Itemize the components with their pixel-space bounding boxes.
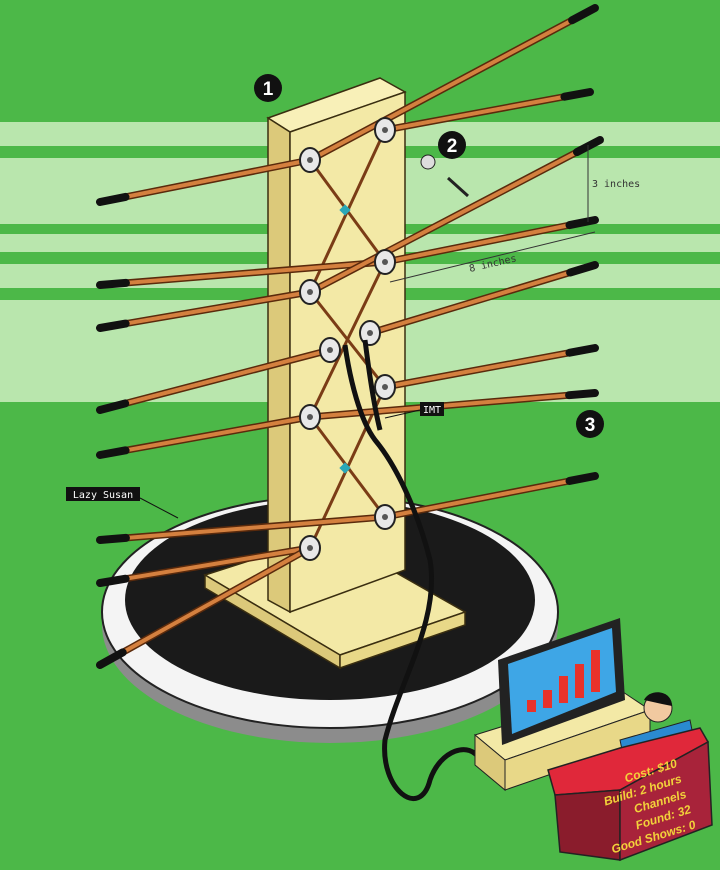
screw [382, 384, 388, 390]
rod-tip [568, 4, 599, 25]
rod-tip [565, 344, 599, 357]
wire-crossing [339, 204, 351, 216]
rod [99, 546, 311, 585]
rod [99, 515, 386, 542]
rod [309, 391, 596, 419]
rod [99, 158, 311, 204]
rod [99, 348, 331, 412]
rod-tip [565, 472, 599, 485]
screw [307, 289, 313, 295]
rod-tip [565, 216, 599, 230]
tv-bar [575, 664, 584, 698]
rod-tip [96, 399, 130, 414]
washer-icon [420, 154, 436, 170]
rod-tip [96, 446, 130, 459]
screw [382, 514, 388, 520]
rod [369, 263, 596, 335]
rod [384, 346, 596, 389]
rod-tip [566, 261, 599, 277]
rod-tip [96, 648, 127, 669]
screw [307, 414, 313, 420]
label-imt: IMT [384, 402, 444, 419]
rod-tip [96, 533, 130, 544]
rod [309, 6, 596, 162]
screw [307, 157, 313, 163]
armchair [547, 727, 713, 862]
label-lazy-susan: Lazy Susan [66, 487, 179, 519]
rod-tip [96, 574, 130, 587]
callout-3: 3 [576, 410, 604, 438]
callout-1: 1 [254, 74, 282, 102]
rod [384, 218, 596, 264]
rod [384, 90, 591, 132]
svg-text:IMT: IMT [423, 405, 441, 416]
screw-icon [446, 176, 470, 198]
dimension-3-inches: 3 inches [587, 145, 640, 222]
screw [307, 545, 313, 551]
svg-text:2: 2 [447, 136, 458, 157]
screw [382, 259, 388, 265]
svg-text:1: 1 [263, 79, 274, 100]
cable [342, 339, 483, 801]
rod-tip [560, 88, 594, 101]
rod [384, 474, 596, 519]
wire-crossing [339, 462, 351, 474]
rod-tip [96, 192, 130, 206]
rod-tip [96, 319, 130, 332]
rod [309, 138, 601, 294]
screw [367, 330, 373, 336]
screw [327, 347, 333, 353]
svg-text:3: 3 [585, 415, 596, 436]
tv-bar [591, 650, 600, 692]
tv-bar [527, 700, 536, 712]
svg-text:Lazy Susan: Lazy Susan [73, 490, 133, 501]
rod-tip [96, 278, 130, 289]
rod [99, 260, 386, 287]
tv-bar [559, 676, 568, 703]
svg-text:3 inches: 3 inches [592, 179, 640, 190]
antenna-rods [96, 4, 604, 669]
tv-bar [543, 690, 552, 708]
screw [382, 127, 388, 133]
cross-wire [308, 261, 387, 418]
rod [99, 546, 311, 667]
rod [99, 290, 311, 330]
callout-2: 2 [420, 131, 470, 198]
rod [99, 415, 311, 457]
rod-tip [565, 389, 599, 400]
